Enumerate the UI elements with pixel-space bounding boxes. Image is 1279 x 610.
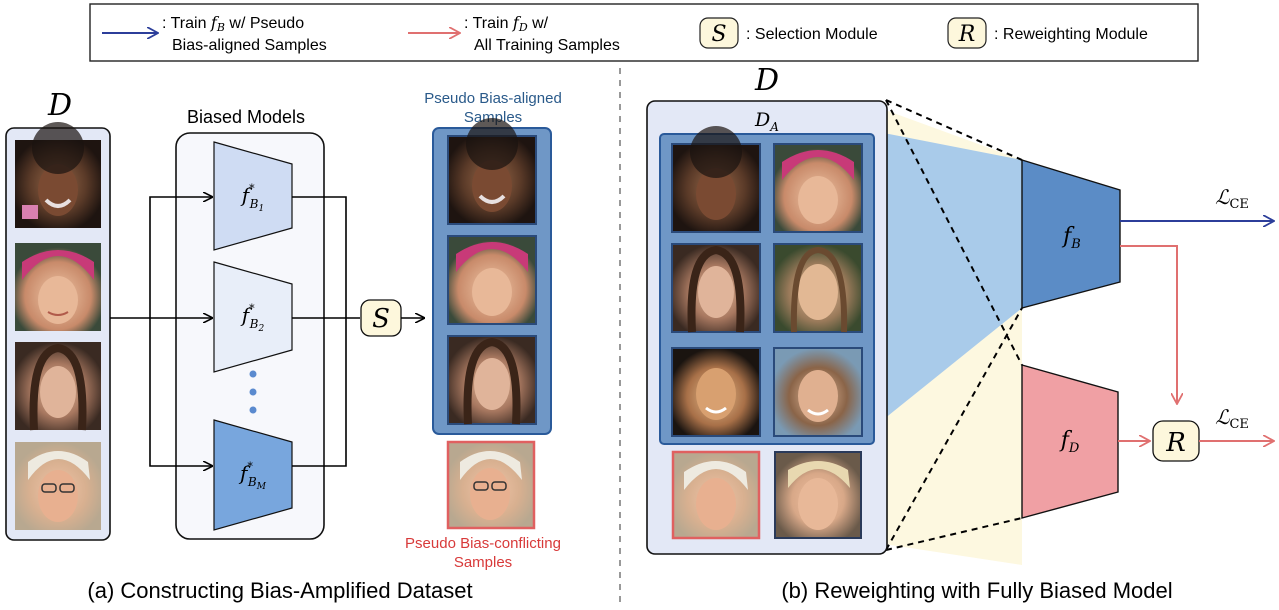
legend-fb-line2: Bias-aligned Samples: [172, 37, 327, 54]
legend-reweight-symbol: R: [958, 22, 976, 47]
legend-selection-badge: [699, 17, 739, 49]
projection-blue: [858, 128, 1022, 440]
part-a: D Biased Models: [5, 88, 562, 603]
legend-reweight-badge: [947, 17, 987, 49]
aligned-face-3: [447, 335, 537, 425]
conflicting-title-2: Samples: [454, 554, 512, 571]
subset-face-2: [773, 143, 863, 233]
biased-models-title: Biased Models: [187, 107, 305, 127]
conflicting-title-1: Pseudo Bias-conflicting: [405, 535, 561, 552]
legend-selection-label: : Selection Module: [746, 26, 878, 43]
loss-top: ℒCE: [1215, 185, 1249, 212]
aligned-title-2: Samples: [464, 109, 522, 126]
loss-bottom: ℒCE: [1215, 405, 1249, 432]
model-fd: [1021, 364, 1119, 519]
caption-b: (b) Reweighting with Fully Biased Model: [781, 578, 1172, 603]
dataset-face-4: [15, 442, 101, 530]
dataset-symbol-b: D: [754, 63, 779, 98]
legend-selection-symbol: S: [711, 22, 726, 47]
arrow-dataset-to-bm: [149, 318, 212, 466]
merge-bracket: [292, 196, 347, 467]
dataset-face-2: [15, 243, 101, 331]
subset-conflicting-face-2: [774, 451, 862, 539]
reweight-module-symbol: R: [1165, 428, 1186, 458]
legend-reweight-label: : Reweighting Module: [994, 26, 1148, 43]
caption-a: (a) Constructing Bias-Amplified Dataset: [87, 578, 472, 603]
subset-symbol: DA: [754, 109, 779, 134]
model-b2: f*B2: [213, 261, 293, 373]
legend-fd-symbol: f: [512, 13, 522, 32]
subset-face-4: [773, 243, 863, 333]
subset-face-5: [671, 347, 761, 437]
legend-fb-symbol: f: [210, 13, 220, 32]
legend-fd-line2: All Training Samples: [474, 37, 620, 54]
part-b: D DA: [646, 63, 1274, 603]
conflicting-face: [446, 440, 536, 530]
model-bm: f*BM: [213, 419, 293, 531]
legend: : Train fB w/ Pseudo Bias-aligned Sample…: [89, 3, 1199, 62]
aligned-title-1: Pseudo Bias-aligned: [424, 90, 562, 107]
legend-box: [89, 3, 1199, 62]
dataset-face-1: [15, 122, 101, 228]
aligned-face-2: [447, 235, 537, 325]
ellipsis-dot-2: [249, 388, 257, 396]
proj-line-cross2: [885, 307, 1023, 551]
subset-face-3: [671, 243, 761, 333]
selection-module-symbol: S: [372, 304, 390, 334]
subset-conflicting-face-1: [671, 450, 761, 540]
subset-face-1: [671, 126, 761, 233]
legend-fb-line1: : Train fB w/ Pseudo: [162, 13, 304, 34]
proj-line-bottom: [885, 517, 1023, 551]
ellipsis-dot-3: [249, 406, 257, 414]
ellipsis-dot-1: [249, 370, 257, 378]
arrow-fb-to-reweight: [1120, 245, 1177, 404]
subset-face-6: [773, 347, 863, 437]
proj-line-cross1: [885, 99, 1023, 366]
aligned-face-1: [447, 118, 537, 225]
arrow-dataset-to-b1: [149, 197, 212, 318]
model-b1: f*B1: [213, 141, 293, 251]
dataset-symbol-a: D: [47, 88, 72, 123]
proj-line-top: [885, 99, 1023, 161]
legend-fd-line1: : Train fD w/: [464, 13, 549, 34]
model-fb: [1021, 159, 1121, 309]
dataset-face-3: [15, 342, 101, 431]
